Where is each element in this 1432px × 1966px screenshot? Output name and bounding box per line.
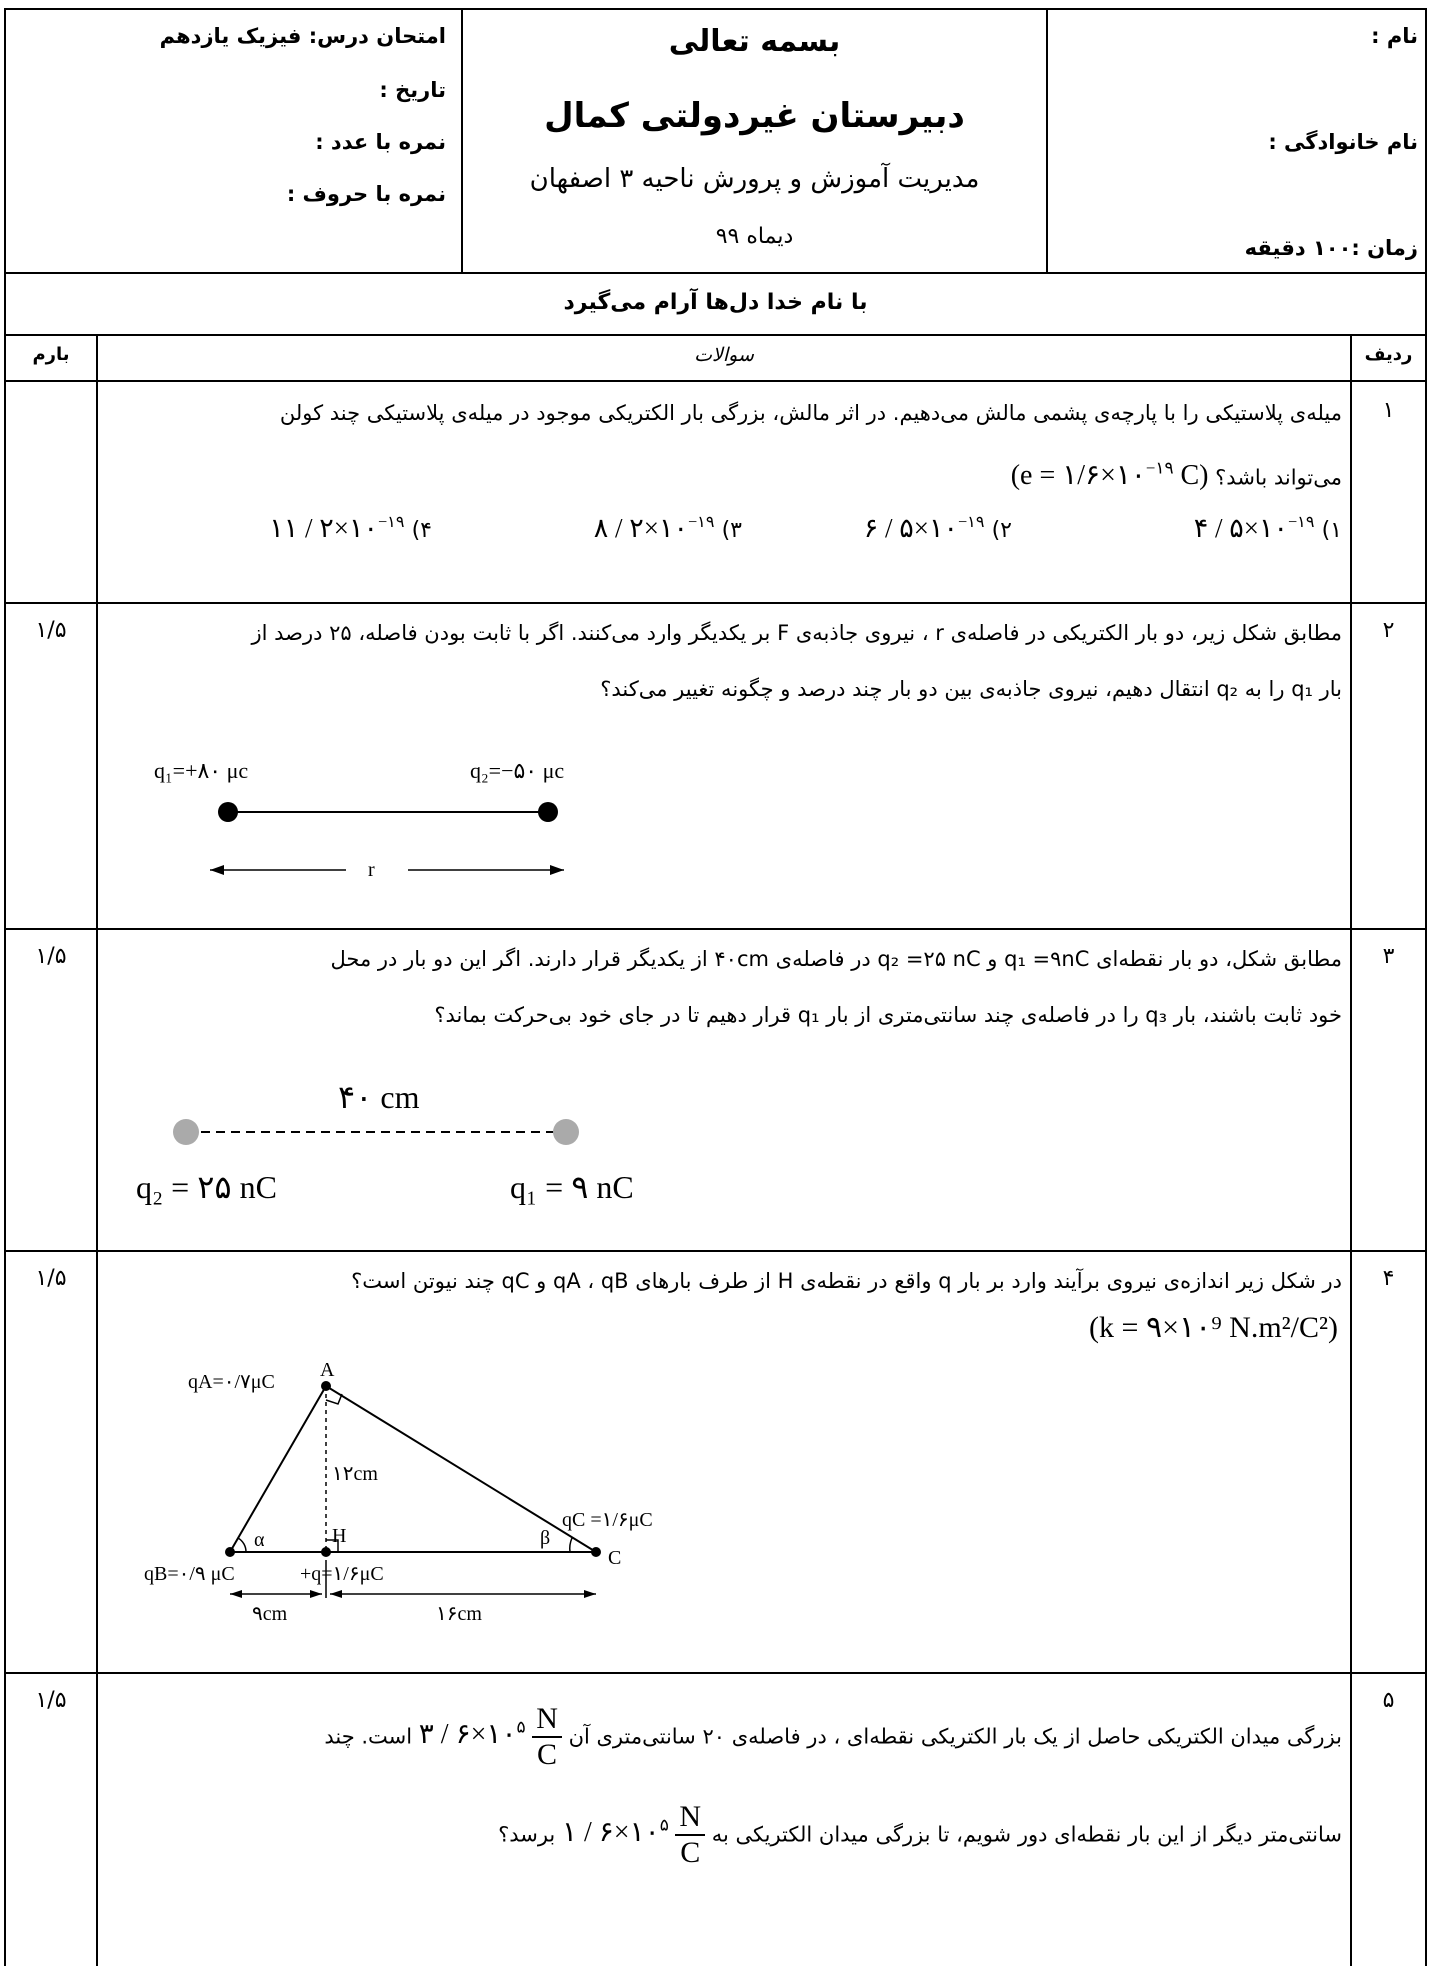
header-divider-right bbox=[1046, 8, 1048, 272]
columns-bottom-line bbox=[4, 380, 1427, 382]
q4-fig-d1: ۹cm bbox=[252, 1603, 288, 1625]
q2-figure: q₁=+۸۰ μc q₂=−۵۰ μc r bbox=[154, 758, 564, 881]
q4-fig-point-B bbox=[225, 1547, 235, 1557]
q4-fig-height: ۱۲cm bbox=[332, 1463, 378, 1485]
border-left bbox=[4, 8, 6, 1966]
bismillah: بسمه تعالی bbox=[668, 24, 841, 59]
q4-fig-dim-d2-right bbox=[584, 1590, 596, 1598]
school-name: دبیرستان غیردولتی کمال bbox=[544, 96, 965, 136]
q4-fig-point-A bbox=[321, 1381, 331, 1391]
q4-fig-qB: qB=۰/۹ μC bbox=[144, 1563, 235, 1585]
q4-number: ۴ bbox=[1382, 1266, 1395, 1291]
border-right bbox=[1425, 8, 1427, 1966]
q1-option-1[interactable]: ۱) ۴ / ۵×۱۰−۱۹ bbox=[1193, 513, 1342, 543]
q2-bottom-line bbox=[4, 928, 1427, 930]
q4-figure: qA=۰/۷μC A ۱۲cm H α β qC =۱/۶μC C qB=۰/۹… bbox=[144, 1359, 653, 1625]
q5-score: ۱/۵ bbox=[35, 1688, 67, 1713]
q1-constant: (e = ۱/۶×۱۰−۱۹ C) bbox=[1010, 459, 1209, 492]
q2-fig-charge1-dot bbox=[218, 802, 238, 822]
q4-fig-H: H bbox=[332, 1525, 346, 1547]
q5-text-line2: سانتی‌متر دیگر از این بار نقطه‌ای دور شو… bbox=[498, 1800, 1342, 1870]
q4-fig-point-H bbox=[321, 1547, 331, 1557]
q4-fig-beta-arc bbox=[569, 1537, 573, 1553]
q2-score: ۱/۵ bbox=[35, 618, 67, 643]
q2-fig-q1: q₁=+۸۰ μc bbox=[154, 758, 248, 783]
q4-fig-alpha-arc bbox=[237, 1537, 247, 1553]
q4-fig-qA: qA=۰/۷μC bbox=[188, 1371, 275, 1393]
time-label: زمان :۱۰۰ دقیقه bbox=[1244, 236, 1418, 260]
header-divider-left bbox=[461, 8, 463, 272]
score-column-line bbox=[96, 334, 98, 1966]
date-label: تاریخ : bbox=[379, 78, 446, 102]
q4-fig-q: +q=۱/۶μC bbox=[300, 1563, 384, 1585]
q1-option-4[interactable]: ۴) ۱۱ / ۲×۱۰−۱۹ bbox=[269, 513, 432, 543]
q4-text-line1: در شکل زیر اندازه‌ی نیروی برآیند وارد بر… bbox=[351, 1269, 1342, 1293]
q2-text-line2: بار q₁ را به q₂ انتقال دهیم، نیروی جاذبه… bbox=[600, 677, 1342, 701]
district-name: مدیریت آموزش و پرورش ناحیه ۳ اصفهان bbox=[529, 164, 980, 194]
score-number-label: نمره با عدد : bbox=[315, 130, 446, 154]
header-bottom-line bbox=[4, 272, 1427, 274]
q4-fig-right-angle-H bbox=[326, 1539, 339, 1552]
q4-fig-alpha: α bbox=[254, 1529, 265, 1551]
column-questions: سوالات bbox=[694, 344, 754, 366]
q4-fig-dim-d1-right bbox=[310, 1590, 322, 1598]
q2-fig-r: r bbox=[368, 859, 375, 881]
q1-option-3[interactable]: ۳) ۸ / ۲×۱۰−۱۹ bbox=[593, 513, 742, 543]
motto: با نام خدا دل‌ها آرام می‌گیرد bbox=[563, 290, 868, 315]
q4-fig-point-C bbox=[591, 1547, 601, 1557]
q5-number: ۵ bbox=[1382, 1688, 1395, 1713]
q2-fig-arrowhead-right bbox=[550, 865, 564, 875]
name-label: نام : bbox=[1371, 24, 1418, 48]
q3-fig-charge2-dot bbox=[173, 1119, 199, 1145]
exam-month: دیماه ۹۹ bbox=[715, 224, 794, 249]
q4-bottom-line bbox=[4, 1672, 1427, 1674]
q5-value-1: ۳ / ۶×۱۰۵ bbox=[418, 1718, 526, 1751]
q4-fig-triangle bbox=[228, 1384, 600, 1553]
motto-bottom-line bbox=[4, 334, 1427, 336]
q4-score: ۱/۵ bbox=[35, 1266, 67, 1291]
column-row: ردیف bbox=[1364, 344, 1413, 365]
q1-bottom-line bbox=[4, 602, 1427, 604]
q2-text-line1: مطابق شکل زیر، دو بار الکتریکی در فاصله‌… bbox=[251, 621, 1342, 645]
q3-bottom-line bbox=[4, 1250, 1427, 1252]
q4-fig-A: A bbox=[320, 1359, 335, 1381]
q2-fig-arrowhead-left bbox=[210, 865, 224, 875]
q3-fig-charge1-dot bbox=[553, 1119, 579, 1145]
score-word-label: نمره با حروف : bbox=[286, 182, 446, 206]
q4-fig-d2: ۱۶cm bbox=[436, 1603, 482, 1625]
q3-text-line2: خود ثابت باشند، بار q₃ را در فاصله‌ی چند… bbox=[434, 1003, 1342, 1027]
q4-fig-right-angle-A bbox=[325, 1393, 343, 1405]
q4-fig-qC: qC =۱/۶μC bbox=[562, 1509, 653, 1531]
q5-text-line1: بزرگی میدان الکتریکی حاصل از یک بار الکت… bbox=[324, 1702, 1342, 1772]
column-score: بارم bbox=[32, 344, 70, 365]
q4-constant: (k = ۹×۱۰⁹ N.m²/C²) bbox=[1089, 1311, 1338, 1344]
family-label: نام خانوادگی : bbox=[1268, 130, 1418, 154]
q1-text-line2: می‌تواند باشد؟ (e = ۱/۶×۱۰−۱۹ C) bbox=[112, 448, 1342, 498]
q3-figure: ۴۰ cm q₂ = ۲۵ nC q₁ = ۹ nC bbox=[136, 1079, 634, 1205]
q4-fig-dim-d2-left bbox=[330, 1590, 342, 1598]
q4-fig-dim-d1-left bbox=[230, 1590, 242, 1598]
q5-value-2: ۱ / ۶×۱۰۵ bbox=[561, 1816, 669, 1849]
q3-fig-distance: ۴۰ cm bbox=[338, 1079, 420, 1115]
q2-fig-charge2-dot bbox=[538, 802, 558, 822]
q3-text-line1: مطابق شکل، دو بار نقطه‌ای q₁ =۹nC و q₂ =… bbox=[330, 947, 1342, 971]
q1-text-line2-text: می‌تواند باشد؟ bbox=[1215, 465, 1342, 490]
q3-fig-q2: q₂ = ۲۵ nC bbox=[136, 1169, 277, 1205]
q4-fig-beta: β bbox=[540, 1527, 550, 1549]
q2-number: ۲ bbox=[1382, 618, 1395, 643]
q1-option-2[interactable]: ۲) ۶ / ۵×۱۰−۱۹ bbox=[863, 513, 1012, 543]
q3-fig-q1: q₁ = ۹ nC bbox=[510, 1169, 634, 1205]
q2-fig-q2: q₂=−۵۰ μc bbox=[470, 758, 564, 783]
q3-number: ۳ bbox=[1382, 944, 1395, 969]
q3-score: ۱/۵ bbox=[35, 944, 67, 969]
row-column-line bbox=[1350, 334, 1352, 1966]
exam-title: امتحان درس: فیزیک یازدهم bbox=[159, 24, 446, 48]
q1-text-line1: میله‌ی پلاستیکی را با پارچه‌ی پشمی مالش … bbox=[279, 401, 1342, 425]
border-top bbox=[4, 8, 1427, 10]
q4-fig-C: C bbox=[608, 1547, 621, 1569]
q1-number: ۱ bbox=[1382, 398, 1395, 423]
